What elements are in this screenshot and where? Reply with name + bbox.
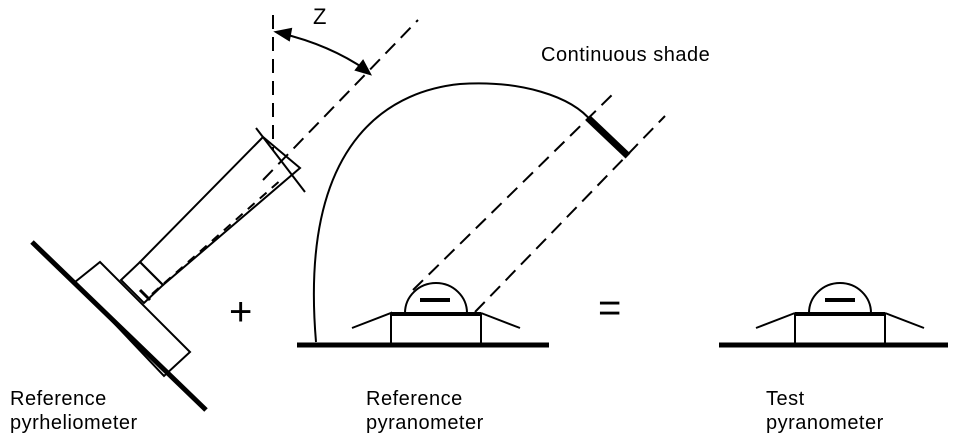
- reference-pyranometer-label-line1: Reference: [366, 388, 463, 410]
- pyrheliometer-aperture: [255, 127, 306, 193]
- reference-pyranometer-flange-left: [351, 311, 392, 329]
- angle-arrowhead-left: [273, 27, 293, 42]
- reference-pyranometer-label: Reference pyranometer: [366, 387, 484, 435]
- equals-operator: =: [598, 286, 622, 330]
- test-pyranometer-assembly: [719, 282, 948, 348]
- shade-beam-line-2: [474, 115, 666, 313]
- pyrheliometer-detector-mark: [138, 288, 152, 302]
- test-pyranometer-flange-left: [755, 312, 796, 329]
- angle-label: Z: [313, 4, 327, 29]
- reference-pyranometer-flange-right: [480, 312, 521, 329]
- angle-arrowhead-right: [354, 59, 373, 76]
- pyrheliometer-base-line: [30, 240, 208, 412]
- test-pyranometer-dome: [808, 282, 872, 314]
- test-pyranometer-flange-right: [884, 312, 925, 329]
- reference-pyranometer-assembly: [297, 82, 666, 348]
- reference-pyranometer-body: [390, 314, 482, 346]
- test-pyranometer-label: Test pyranometer: [766, 387, 884, 435]
- pyrheliometer-label: Reference pyrheliometer: [10, 387, 138, 435]
- sun-direction-line: [262, 19, 419, 181]
- pyrheliometer-tube: [138, 135, 302, 287]
- pyrheliometer-label-line1: Reference: [10, 388, 107, 410]
- shade-beam-line-1: [412, 91, 616, 291]
- test-pyranometer-body: [794, 314, 886, 346]
- pyrheliometer-mount: [73, 260, 192, 378]
- reference-pyrheliometer: [30, 127, 306, 412]
- pyrheliometer-body: [119, 260, 165, 305]
- reference-pyranometer-label-line2: pyranometer: [366, 412, 484, 434]
- plus-operator: +: [229, 290, 253, 334]
- pyrheliometer-axis: [151, 177, 284, 295]
- angle-arc: [279, 32, 367, 71]
- shade-ring-arc: [313, 82, 593, 343]
- reference-pyranometer-dome: [404, 282, 468, 314]
- shade-label: Continuous shade: [541, 44, 711, 66]
- pyrheliometer-label-line2: pyrheliometer: [10, 412, 138, 434]
- test-pyranometer-label-line1: Test: [766, 388, 805, 410]
- test-pyranometer-label-line2: pyranometer: [766, 412, 884, 434]
- zenith-angle: [262, 15, 419, 181]
- continuous-shade-band: [585, 115, 631, 159]
